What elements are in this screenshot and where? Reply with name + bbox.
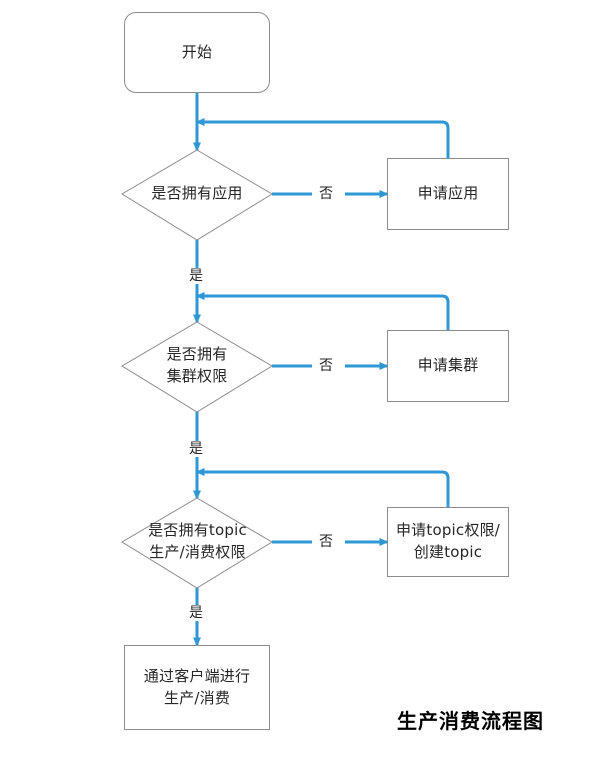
decision-cluster-shape[interactable] — [121, 321, 273, 413]
node-end[interactable]: 通过客户端进行 生产/消费 — [124, 645, 270, 730]
node-decision-app[interactable]: 是否拥有应用 — [132, 172, 262, 216]
node-action-topic-label: 申请topic权限/ 创建topic — [395, 521, 501, 561]
edge-action-cluster-feedback — [195, 292, 450, 330]
node-decision-topic[interactable]: 是否拥有topic 生产/消费权限 — [125, 516, 270, 568]
edge-label-yes-app: 是 — [186, 268, 206, 284]
edge-label-no-cluster: 否 — [316, 358, 336, 374]
edge-label-no-app: 否 — [316, 186, 336, 202]
figure-title: 生产消费流程图 — [397, 709, 544, 733]
node-decision-cluster[interactable]: 是否拥有 集群权限 — [132, 340, 262, 392]
edge-label-no-topic: 否 — [316, 534, 336, 550]
node-action-cluster[interactable]: 申请集群 — [387, 330, 509, 402]
node-decision-app-label: 是否拥有应用 — [151, 184, 243, 203]
node-action-topic[interactable]: 申请topic权限/ 创建topic — [387, 507, 509, 577]
node-action-cluster-label: 申请集群 — [417, 356, 479, 375]
decision-topic-shape[interactable] — [121, 497, 273, 589]
decision-app-shape[interactable] — [121, 149, 273, 241]
node-start-label: 开始 — [181, 42, 213, 61]
node-start[interactable]: 开始 — [124, 12, 270, 93]
node-end-label: 通过客户端进行 生产/消费 — [143, 666, 251, 707]
node-action-app-label: 申请应用 — [417, 184, 479, 203]
node-decision-cluster-label: 是否拥有 集群权限 — [166, 345, 228, 385]
node-decision-topic-label: 是否拥有topic 生产/消费权限 — [148, 521, 247, 561]
edge-action-app-feedback — [195, 118, 450, 158]
node-action-app[interactable]: 申请应用 — [387, 158, 509, 230]
edge-action-topic-feedback — [195, 468, 450, 507]
edge-label-yes-cluster: 是 — [186, 441, 206, 457]
edge-label-yes-topic: 是 — [186, 605, 206, 621]
